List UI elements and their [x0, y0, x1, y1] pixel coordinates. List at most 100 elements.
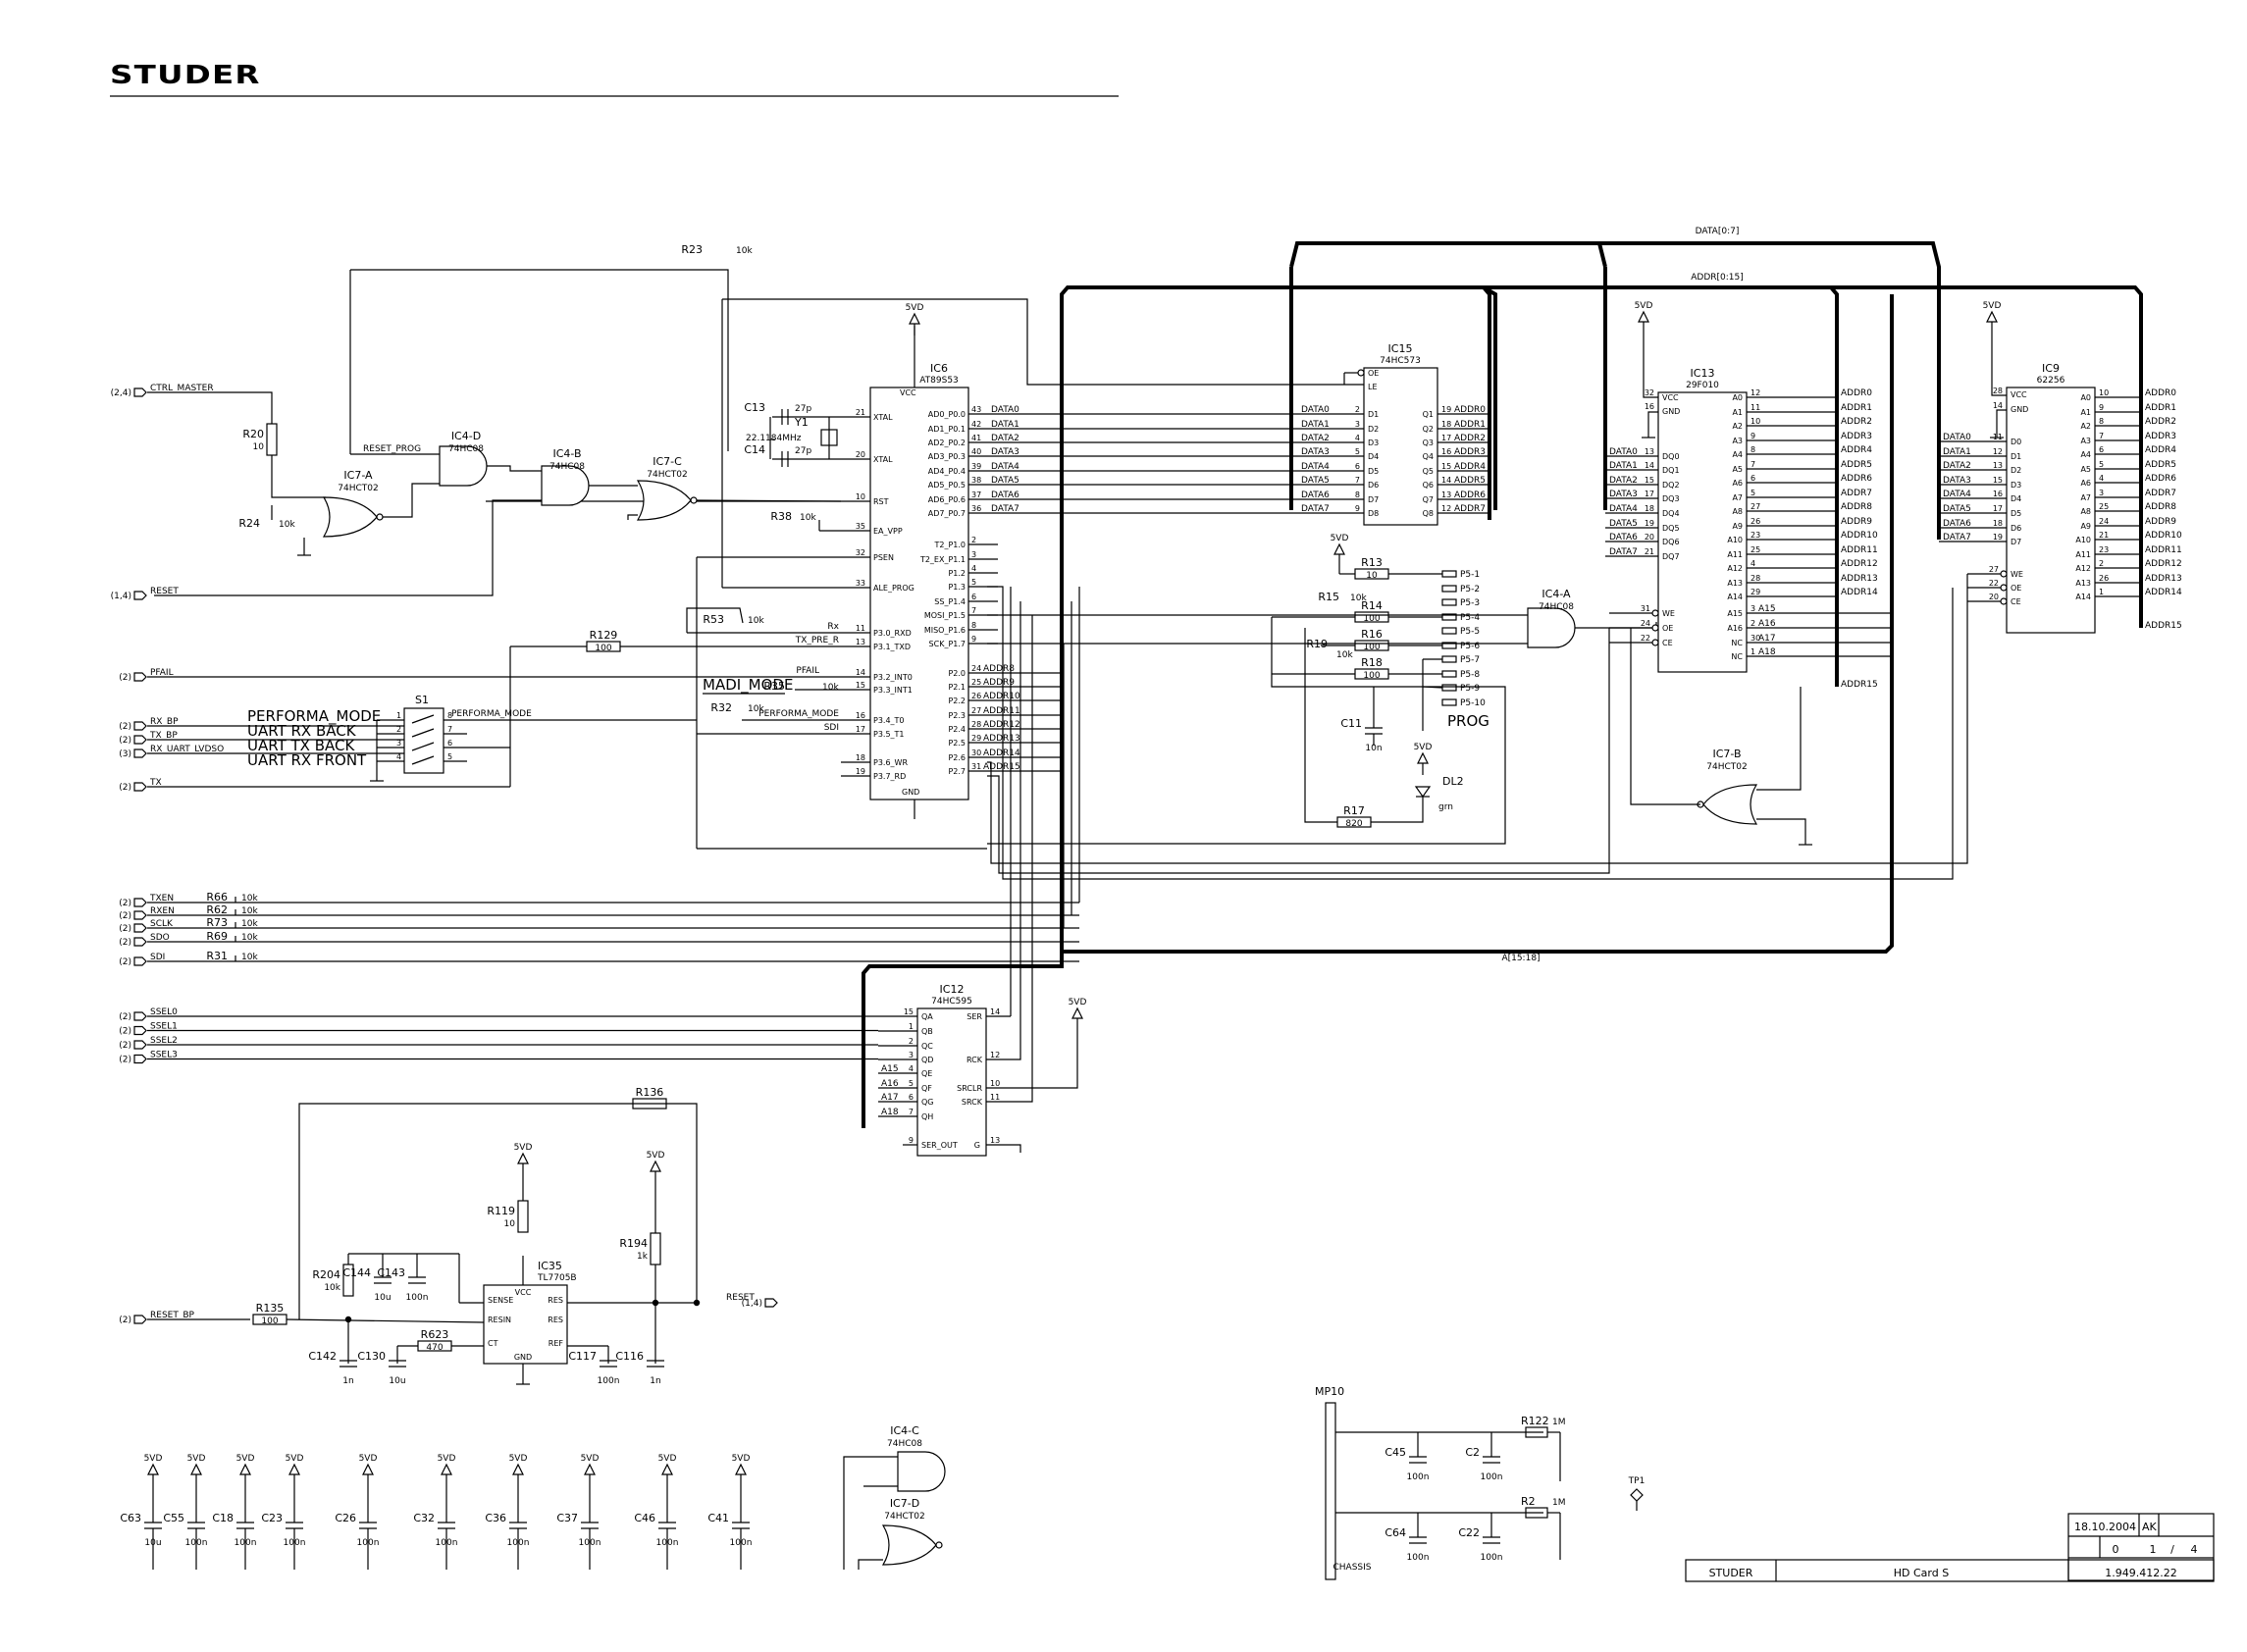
- ic6-pin-AD7_P0.7: AD7_P0.7: [928, 509, 966, 518]
- ic6-addr-net: ADDR15: [983, 762, 1020, 772]
- ic6-pin-P3.3_INT1: P3.3_INT1: [873, 686, 913, 695]
- ic13-pin-num: 1: [1751, 647, 1755, 656]
- port-sheet-ref: (2): [119, 1041, 131, 1051]
- ic35-sense: SENSE: [488, 1296, 513, 1305]
- supply-arrow: [512, 1463, 524, 1475]
- mp10-connector: [1325, 1402, 1336, 1580]
- ic13-pin-num: 18: [1645, 504, 1654, 513]
- ic12-a-net: A16: [881, 1079, 899, 1089]
- ic6-data-net: DATA6: [991, 490, 1019, 500]
- port-sheet-ref: (3): [119, 749, 131, 759]
- ic13-a-net: ADDR5: [1841, 460, 1872, 470]
- r38-ref: R38: [770, 510, 792, 523]
- r23-value: 10k: [736, 246, 753, 256]
- port-sheet-ref: (2): [119, 783, 131, 793]
- r194: [650, 1232, 661, 1265]
- ic9-a-net: ADDR14: [2145, 588, 2182, 597]
- ic15-pin-D6: D6: [1368, 481, 1379, 490]
- ic13-pin-A5: A5: [1732, 465, 1743, 474]
- ic7c-to-rst: [696, 499, 842, 502]
- gate-ic7a-ref: IC7-A: [343, 469, 373, 482]
- ic15-pin-num: 17: [1441, 434, 1451, 442]
- ic9-pin-D1: D1: [2011, 452, 2021, 461]
- r204-ref: R204: [312, 1268, 340, 1281]
- gate-ic7d-part: 74HCT02: [884, 1512, 924, 1522]
- port-sheet-ref: (2): [119, 924, 131, 934]
- ic6-pin-num: 32: [856, 548, 865, 557]
- ic15-pin-Q2: Q2: [1423, 425, 1434, 434]
- ic13-pin-num: 22: [1641, 634, 1650, 643]
- supply-label: 5VD: [509, 1454, 528, 1464]
- ic13-pin-num: 19: [1645, 519, 1654, 528]
- ic15-pin-Q1: Q1: [1423, 410, 1434, 419]
- ic6-pin-P3.0_RXD: P3.0_RXD: [873, 629, 912, 638]
- r15-ref: R15: [1318, 591, 1339, 603]
- ic4d-to-ic4b: [487, 465, 542, 472]
- p5-label: P5-5: [1460, 627, 1480, 637]
- ic9-data-net: DATA3: [1943, 476, 1971, 486]
- ic12-pin-QE: QE: [921, 1069, 932, 1078]
- ic13-pin-DQ2: DQ2: [1662, 481, 1680, 490]
- port-sheet-ref: (2): [119, 1027, 131, 1037]
- supply-arrow: [1986, 310, 1998, 323]
- oe-wire: [987, 586, 1954, 880]
- port-sheet-ref: (2): [119, 938, 131, 948]
- ic6-pin-AD2_P0.2: AD2_P0.2: [928, 439, 966, 447]
- switch-pin: 8: [447, 711, 452, 720]
- inversion-bubble: [690, 496, 698, 504]
- ic9-pin-num: 28: [1993, 387, 2003, 395]
- ic9-a-net: ADDR0: [2145, 388, 2176, 398]
- ic6-addr-net: ADDR8: [983, 664, 1015, 674]
- port-rx-uart: RX_UART_LVDSO: [150, 745, 224, 754]
- decoupling-cap-ref: C23: [261, 1512, 283, 1524]
- ic15-addr-net: ADDR3: [1454, 447, 1486, 457]
- ic9-pin-WE: WE: [2011, 570, 2023, 579]
- ic9-pin-D4: D4: [2011, 494, 2021, 503]
- ic6-pin-num: 30: [971, 749, 981, 757]
- ic13-data-net: DATA6: [1609, 533, 1638, 542]
- ic13-a-net: ADDR3: [1841, 432, 1872, 441]
- port-ssel0: SSEL0: [150, 1007, 178, 1017]
- p5-label: P5-3: [1460, 598, 1480, 608]
- ic15-body: [1363, 367, 1438, 526]
- p5-label: P5-4: [1460, 613, 1480, 623]
- decoupling-cap-ref: C36: [485, 1512, 506, 1524]
- r19-value: 10k: [1336, 650, 1353, 660]
- ic6-data-net: DATA4: [991, 462, 1019, 472]
- spare-gate-tie: [843, 1456, 898, 1570]
- switch-pin: 7: [447, 725, 452, 734]
- ic13-a-net: ADDR8: [1841, 502, 1872, 512]
- ic9-pin-num: 8: [2099, 417, 2104, 426]
- gate-ic4a-ref: IC4-A: [1542, 588, 1571, 600]
- ic15-addr-net: ADDR1: [1454, 420, 1486, 430]
- ic12-a-net: A18: [881, 1108, 899, 1117]
- ic13-pin-num: 32: [1645, 388, 1654, 397]
- ic6-addr-net: ADDR14: [983, 749, 1020, 758]
- resin-wire: [286, 1318, 485, 1323]
- r623-value: 470: [426, 1343, 443, 1353]
- ic13-pin-num: 20: [1645, 533, 1654, 542]
- ic15-pin-num: 16: [1441, 447, 1451, 456]
- ic15-data-net: DATA5: [1301, 476, 1330, 486]
- ic13-a-net: ADDR12: [1841, 559, 1878, 569]
- supply-arrow: [909, 312, 920, 325]
- ic6-pin-num: 39: [971, 462, 981, 471]
- ic15-pin-Q7: Q7: [1423, 495, 1434, 504]
- ic13-pin-num: 24: [1641, 619, 1650, 628]
- ic13-pin-DQ0: DQ0: [1662, 452, 1680, 461]
- ic6-pin-P3.6_WR: P3.6_WR: [873, 758, 908, 767]
- ic13-pin-NC: NC: [1731, 639, 1743, 647]
- port-flag: [133, 1040, 147, 1050]
- ic6-pin-P1.2: P1.2: [948, 569, 966, 578]
- ic15-pin-num: 12: [1441, 504, 1451, 513]
- ic15-data-net: DATA2: [1301, 434, 1330, 443]
- net-reset-prog: RESET_PROG: [363, 444, 421, 454]
- ic12-pin-num: 12: [990, 1051, 1000, 1059]
- ic13-pin-num: 31: [1641, 604, 1650, 613]
- ic13-a-net: ADDR6: [1841, 474, 1872, 484]
- p5-pin: [1441, 598, 1457, 606]
- ic6-pin-P3.7_RD: P3.7_RD: [873, 772, 906, 781]
- switch-pin: 2: [396, 725, 401, 734]
- port-flag: [133, 956, 147, 966]
- ic6-pin-num: 21: [856, 408, 865, 417]
